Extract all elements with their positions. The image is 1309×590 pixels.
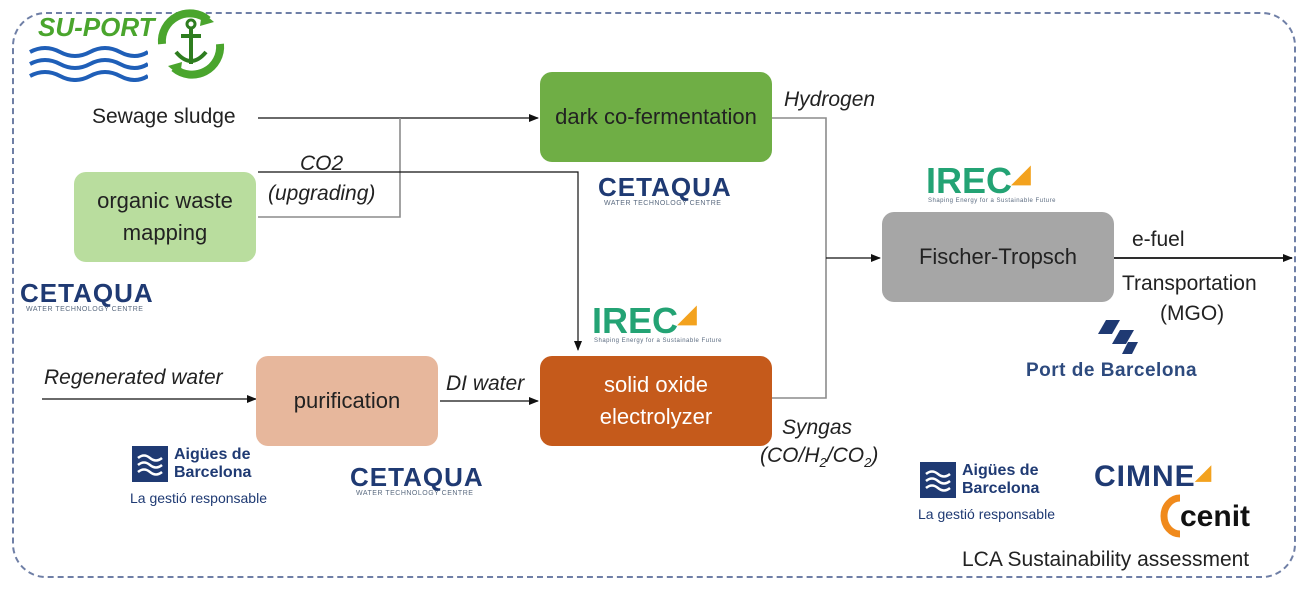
dark-cofermentation-label: dark co-fermentation xyxy=(555,104,757,129)
irec-sub-mid: Shaping Energy for a Sustainable Future xyxy=(594,338,722,344)
cenit-arc-icon xyxy=(1160,494,1181,538)
irec-wordmark-mid: IREC xyxy=(592,300,679,341)
irec-wordmark-top: IREC xyxy=(926,160,1013,201)
cetaqua-sub-bottom: WATER TECHNOLOGY CENTRE xyxy=(356,490,474,497)
mgo-label: (MGO) xyxy=(1160,302,1225,325)
diagram-frame xyxy=(12,12,1296,578)
regenerated-water-label: Regenerated water xyxy=(44,366,223,389)
syngas-sub-h2: 2 xyxy=(819,455,827,471)
soe-label-line2: electrolyzer xyxy=(599,404,713,429)
cimne-logo: CIMNE◢ xyxy=(1094,460,1212,494)
purification-box: purification xyxy=(256,356,438,446)
aigues-waves-icon xyxy=(132,446,168,482)
aigues-waves-icon xyxy=(920,462,956,498)
line-syngas xyxy=(772,258,827,399)
line-organic-waste-junction xyxy=(258,118,401,218)
aigues-tagline-left: La gestió responsable xyxy=(130,490,267,506)
syngas-label: Syngas xyxy=(782,416,853,439)
aigues-tagline-right: La gestió responsable xyxy=(918,506,1055,522)
suport-logo-text: SU-PORT xyxy=(38,12,155,42)
syngas-composition-label: (CO/H2/CO2) xyxy=(760,444,878,470)
aigues-name-line1-right: Aigües de xyxy=(962,462,1039,479)
cetaqua-logo-top: CETAQUA xyxy=(598,172,732,202)
soe-label-line1: solid oxide xyxy=(604,372,708,397)
organic-waste-label-line1: organic waste xyxy=(97,188,233,213)
cenit-logo: cenit xyxy=(1180,500,1251,533)
fischer-tropsch-box: Fischer-Tropsch xyxy=(882,212,1114,302)
di-water-label: DI water xyxy=(446,372,525,395)
syngas-composition-part1: (CO/H xyxy=(760,444,820,467)
waves-icon xyxy=(29,46,148,82)
syngas-sub-co2: 2 xyxy=(864,455,872,471)
cetaqua-logo-bottom: CETAQUA xyxy=(350,462,484,492)
sewage-sludge-label: Sewage sludge xyxy=(92,105,236,128)
hydrogen-label: Hydrogen xyxy=(784,88,876,111)
cimne-mark-icon: ◢ xyxy=(1195,462,1213,484)
anchor-recycle-icon xyxy=(157,9,225,79)
transportation-label: Transportation xyxy=(1122,272,1257,295)
aigues-name-line2-right: Barcelona xyxy=(962,480,1040,497)
dark-cofermentation-box: dark co-fermentation xyxy=(540,72,772,162)
fischer-tropsch-label: Fischer-Tropsch xyxy=(918,244,1078,269)
irec-logo-top: IREC◢ xyxy=(926,160,1030,202)
port-barcelona-emblem-icon xyxy=(1098,320,1138,354)
cetaqua-sub-top: WATER TECHNOLOGY CENTRE xyxy=(604,200,722,207)
organic-waste-label-line2: mapping xyxy=(122,220,208,245)
aigues-name-line1-left: Aigües de xyxy=(174,446,251,463)
arrow-co2-to-soe xyxy=(258,171,582,351)
co2-label: CO2 xyxy=(300,152,344,175)
irec-logo-mid: IREC◢ xyxy=(592,300,696,342)
cetaqua-logo-left: CETAQUA xyxy=(20,278,154,308)
aigues-name-line2-left: Barcelona xyxy=(174,464,252,481)
co2-upgrading-label: (upgrading) xyxy=(268,182,376,205)
solid-oxide-electrolyzer-box: solid oxide electrolyzer xyxy=(540,356,772,446)
lca-assessment-label: LCA Sustainability assessment xyxy=(962,548,1250,571)
efuel-label: e-fuel xyxy=(1132,228,1185,251)
cetaqua-sub-left: WATER TECHNOLOGY CENTRE xyxy=(26,306,144,313)
syngas-composition-part3: ) xyxy=(871,444,879,467)
irec-mark-icon: ◢ xyxy=(1012,161,1031,188)
purification-label: purification xyxy=(293,388,401,413)
syngas-composition-part2: /CO xyxy=(826,444,865,467)
cimne-wordmark: CIMNE xyxy=(1094,460,1196,493)
irec-sub-top: Shaping Energy for a Sustainable Future xyxy=(928,198,1056,204)
port-barcelona-text: Port de Barcelona xyxy=(1026,360,1198,381)
line-hydrogen xyxy=(772,117,827,258)
irec-mark-icon: ◢ xyxy=(678,301,697,328)
organic-waste-mapping-box: organic waste mapping xyxy=(74,172,256,262)
